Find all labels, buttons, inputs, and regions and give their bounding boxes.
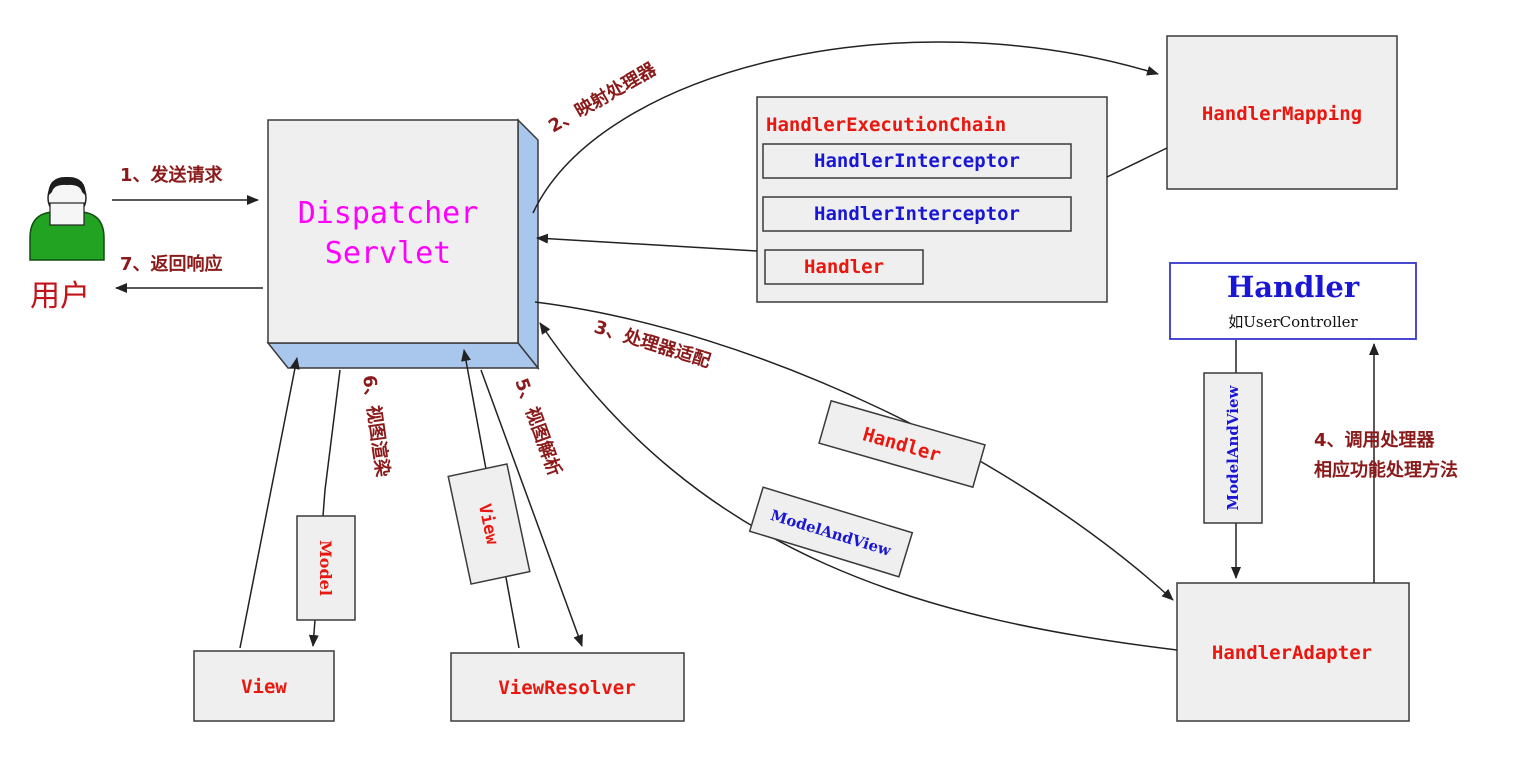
user-label: 用户 bbox=[30, 279, 90, 314]
view-box bbox=[193, 650, 335, 722]
arrow-adapt-handler bbox=[534, 301, 1174, 601]
step-4-label-line1: 4、调用处理器 bbox=[1314, 429, 1436, 451]
step-7-label: 7、返回响应 bbox=[120, 253, 223, 275]
interceptor-box-2 bbox=[762, 196, 1072, 232]
interceptor-label-2: HandlerInterceptor bbox=[814, 203, 1020, 225]
arrow-model-and-view-return bbox=[539, 322, 1178, 651]
tag-model-label: Model bbox=[316, 540, 335, 596]
step-2-label: 2、映射处理器 bbox=[545, 58, 661, 138]
tag-handler: Handler bbox=[818, 399, 986, 489]
step-5-label: 5、视图解析 bbox=[510, 375, 566, 479]
handler-controller-title: Handler bbox=[1227, 270, 1360, 304]
arrow-map-handler bbox=[532, 41, 1159, 214]
interceptor-label-1: HandlerInterceptor bbox=[814, 150, 1020, 172]
dispatcher-servlet: Dispatcher Servlet bbox=[266, 118, 540, 371]
view-label: View bbox=[241, 676, 287, 698]
handler-mapping-label: HandlerMapping bbox=[1202, 103, 1362, 125]
view-resolver-label: ViewResolver bbox=[498, 677, 635, 699]
arrow-chain-to-dispatcher bbox=[536, 233, 758, 252]
handler-adapter-label: HandlerAdapter bbox=[1212, 642, 1372, 664]
arrow-view-return bbox=[239, 357, 300, 649]
tag-view: View bbox=[447, 463, 531, 585]
tag-model-and-view-right: ModelAndView bbox=[1203, 372, 1263, 524]
step-4-label-line2: 相应功能处理方法 bbox=[1314, 459, 1458, 481]
step-6-label: 6、视图渲染 bbox=[358, 374, 394, 480]
chain-handler-box bbox=[764, 249, 924, 285]
tag-model-and-view-right-label: ModelAndView bbox=[1224, 384, 1242, 510]
tag-model: Model bbox=[296, 515, 356, 621]
handler-controller-box bbox=[1169, 262, 1417, 340]
handler-controller-subtitle: 如UserController bbox=[1228, 313, 1358, 331]
handler-mapping-box bbox=[1166, 35, 1398, 190]
line-mapping-to-chain bbox=[1106, 147, 1168, 178]
user-icon bbox=[29, 176, 105, 261]
tag-model-and-view-left: ModelAndView bbox=[748, 486, 914, 578]
handler-adapter-box bbox=[1176, 582, 1410, 722]
chain-handler-label: Handler bbox=[804, 256, 884, 278]
dispatcher-label-line1: Dispatcher bbox=[298, 196, 479, 231]
dispatcher-label-line2: Servlet bbox=[325, 236, 451, 271]
view-resolver-box bbox=[450, 652, 685, 722]
step-1-label: 1、发送请求 bbox=[120, 164, 224, 186]
arrow-resolve-view bbox=[480, 369, 583, 647]
execution-chain-title: HandlerExecutionChain bbox=[766, 114, 1006, 136]
interceptor-box-1 bbox=[762, 143, 1072, 179]
